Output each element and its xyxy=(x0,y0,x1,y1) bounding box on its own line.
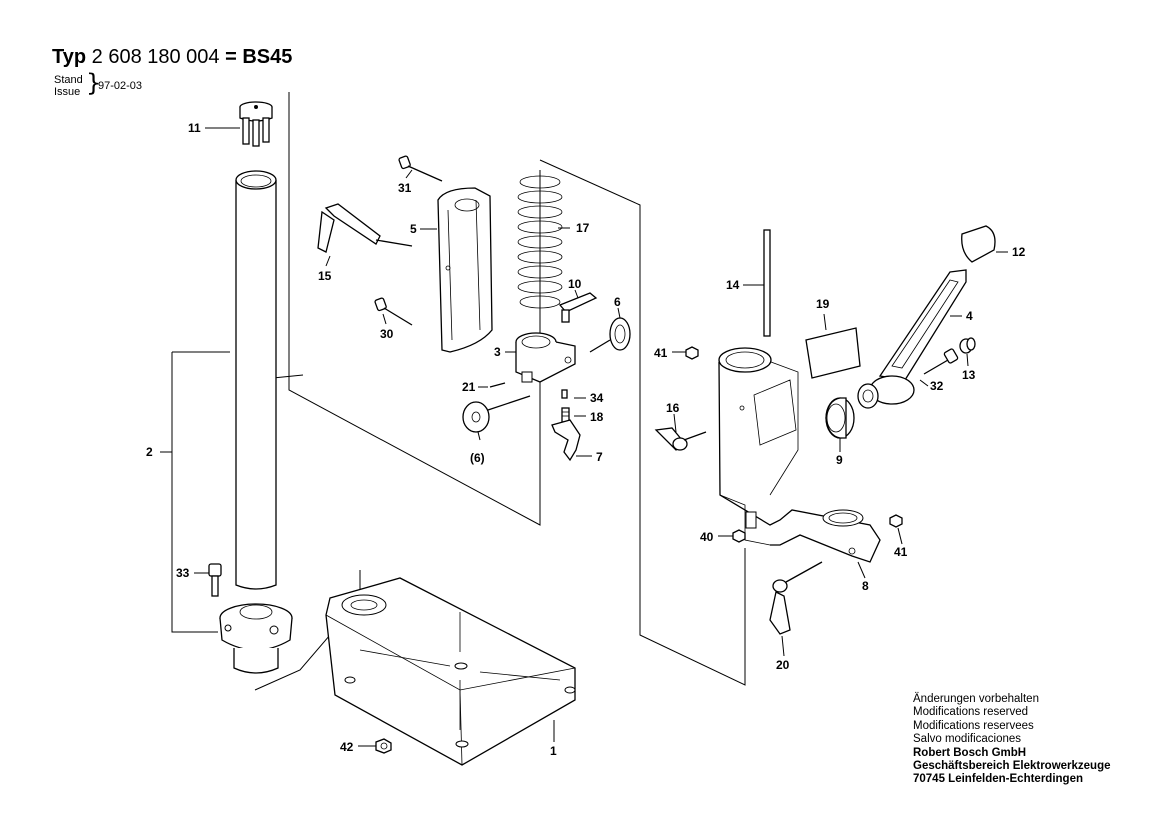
part-15-clamp-lever xyxy=(317,203,413,253)
footer-address: 70745 Leinfelden-Echterdingen xyxy=(913,773,1083,786)
part-14-rod xyxy=(763,229,771,337)
brace-icon: } xyxy=(86,69,102,97)
part-7-pawl xyxy=(551,419,581,462)
callout-11: 11 xyxy=(188,121,201,135)
callout-31: 31 xyxy=(398,181,412,195)
footer-division: Geschäftsbereich Elektrowerkzeuge xyxy=(913,760,1111,773)
part-8-drill-holder xyxy=(718,347,881,563)
callout-4: 4 xyxy=(966,309,973,323)
issue-label-issue: Issue xyxy=(54,86,81,98)
part-41-nut-right xyxy=(889,514,903,528)
footer-line-en: Modifications reserved xyxy=(913,706,1029,719)
footer-line-de: Änderungen vorbehalten xyxy=(913,693,1039,705)
callout-41-top: 41 xyxy=(654,346,668,360)
part-3-carriage xyxy=(515,332,576,383)
part-21-pin xyxy=(489,382,506,388)
callout-3: 3 xyxy=(494,345,501,359)
title-model: BS45 xyxy=(242,46,293,68)
leader-lines xyxy=(160,127,1008,747)
callout-9: 9 xyxy=(836,453,843,467)
footer-company: Robert Bosch GmbH xyxy=(913,746,1027,759)
part-11-column-cap xyxy=(239,101,273,147)
callout-42: 42 xyxy=(340,740,354,754)
part-9-ring xyxy=(825,397,855,439)
callout-7: 7 xyxy=(596,450,603,464)
callout-30: 30 xyxy=(380,327,394,341)
callout-18: 18 xyxy=(590,410,604,424)
part-10-latch xyxy=(558,292,598,323)
issue-date: 97-02-03 xyxy=(98,80,143,92)
part-2-column-tube xyxy=(235,170,277,590)
callout-5: 5 xyxy=(410,222,417,236)
part-13-cap xyxy=(959,337,976,354)
callout-20: 20 xyxy=(776,658,790,672)
callout-8: 8 xyxy=(862,579,869,593)
callout-1: 1 xyxy=(550,744,557,758)
part-32-screw xyxy=(923,348,959,375)
callout-17: 17 xyxy=(576,221,590,235)
part-4-handle-lever xyxy=(857,269,967,409)
part-12-handle-cap xyxy=(961,225,996,263)
part-34-ball xyxy=(561,389,568,399)
document-title: Typ 2 608 180 004 = BS45 xyxy=(52,46,292,69)
title-number: 2 608 180 004 xyxy=(91,46,220,68)
part-6-pinion xyxy=(589,317,631,353)
footer-line-fr: Modifications reservees xyxy=(913,719,1034,732)
part-20-clamp-lever xyxy=(769,561,823,635)
part-40-nut xyxy=(732,529,746,543)
footer-line-es: Salvo modificaciones xyxy=(913,733,1022,746)
callout-10: 10 xyxy=(568,277,582,291)
part-1-base-plate xyxy=(325,577,576,766)
part-33-screw xyxy=(208,563,222,597)
part-19-label xyxy=(805,327,861,379)
callout-12: 12 xyxy=(1012,245,1026,259)
callout-13: 13 xyxy=(962,368,976,382)
title-equals: = xyxy=(225,46,237,68)
footer-notice: Änderungen vorbehalten Modifications res… xyxy=(913,693,1111,787)
issue-label-stand: Stand xyxy=(54,74,83,86)
callout-34: 34 xyxy=(590,391,604,405)
callout-6: 6 xyxy=(614,295,621,309)
part-17-spring xyxy=(517,175,563,309)
part-16-clamp-lever xyxy=(654,427,707,452)
callout-labels: 11 31 5 17 15 10 6 30 3 21 34 18 (6) 7 2… xyxy=(146,121,1026,758)
part-5-half-shell xyxy=(437,187,493,353)
callout-2: 2 xyxy=(146,445,153,459)
callout-19: 19 xyxy=(816,297,830,311)
callout-32: 32 xyxy=(930,379,944,393)
title-prefix: Typ xyxy=(52,46,87,68)
callout-40: 40 xyxy=(700,530,714,544)
part-41-nut-top xyxy=(685,346,699,360)
callout-33: 33 xyxy=(176,566,190,580)
column-base-socket xyxy=(219,603,293,674)
callout-6-paren: (6) xyxy=(470,451,485,465)
part-30-screw xyxy=(374,297,413,326)
callout-41-right: 41 xyxy=(894,545,908,559)
issue-label: Stand Issue xyxy=(54,74,83,98)
part-31-screw xyxy=(398,155,443,182)
part-6-handwheel-knob xyxy=(462,395,531,433)
part-42-nut xyxy=(375,738,392,754)
callout-21: 21 xyxy=(462,380,476,394)
callout-14: 14 xyxy=(726,278,740,292)
callout-15: 15 xyxy=(318,269,332,283)
callout-16: 16 xyxy=(666,401,680,415)
